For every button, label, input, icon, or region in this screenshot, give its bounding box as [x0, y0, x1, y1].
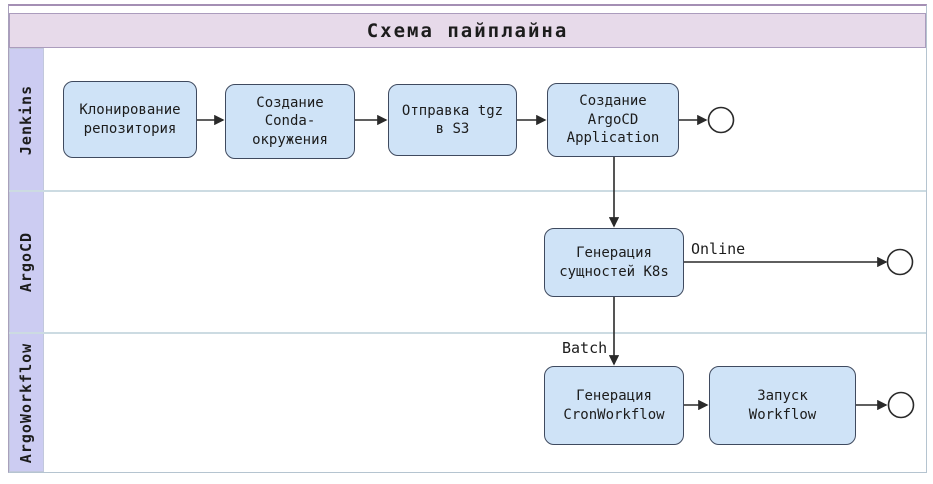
edge-label-online: Online	[691, 240, 746, 258]
lane-label-jenkins: Jenkins	[17, 84, 36, 155]
diagram-title: Схема пайплайна	[366, 19, 569, 42]
node-clone-repository: Клонирование репозитория	[63, 81, 197, 158]
lane-header-jenkins: Jenkins	[9, 48, 44, 191]
diagram-title-bar: Схема пайплайна	[9, 13, 926, 48]
lane-header-argoworkflow: ArgoWorkflow	[9, 333, 44, 472]
node-run-workflow: Запуск Workflow	[709, 366, 856, 445]
lane-header-argocd: ArgoCD	[9, 191, 44, 333]
node-generate-k8s-entities: Генерация сущностей K8s	[544, 228, 684, 297]
lane-label-argocd: ArgoCD	[17, 231, 36, 293]
node-send-tgz-s3: Отправка tgz в S3	[388, 84, 517, 156]
edge-label-batch: Batch	[562, 339, 608, 357]
node-create-argocd-application: Создание ArgoCD Application	[547, 83, 679, 157]
node-generate-cronworkflow: Генерация CronWorkflow	[544, 366, 684, 445]
lane-label-argoworkflow: ArgoWorkflow	[17, 342, 36, 463]
lane-divider-2	[9, 332, 926, 334]
node-create-conda-env: Создание Conda- окружения	[225, 84, 355, 159]
lane-divider-1	[9, 190, 926, 192]
